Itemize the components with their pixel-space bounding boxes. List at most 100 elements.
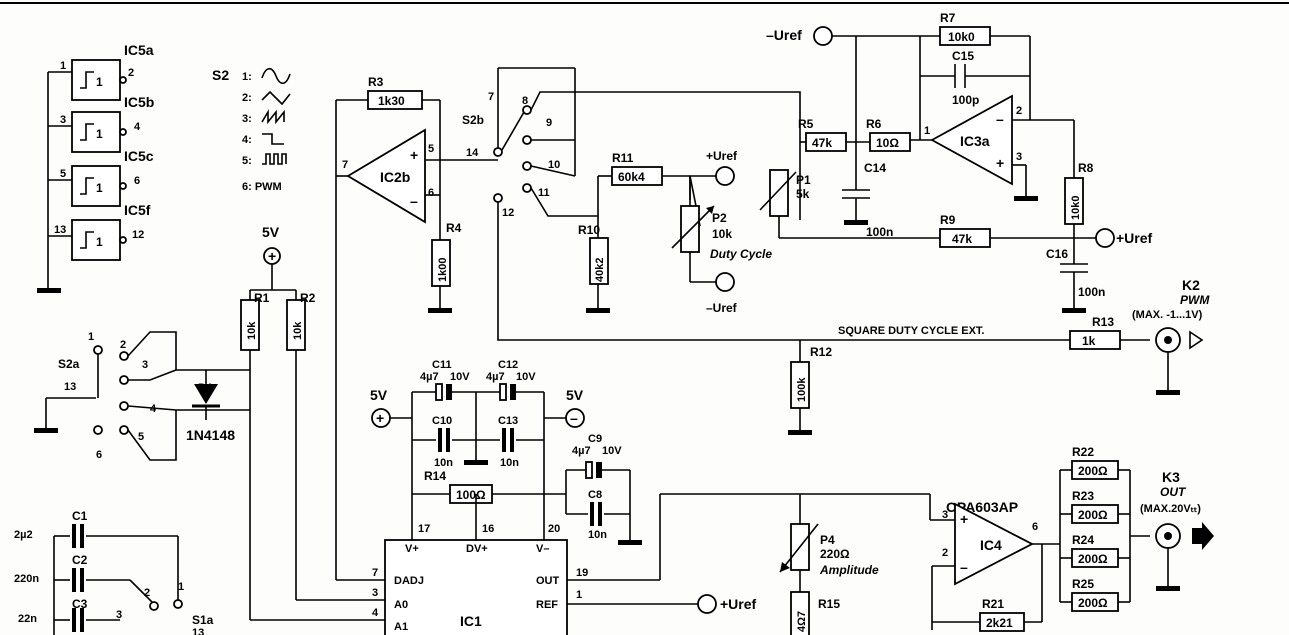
p1-name: P1 — [796, 173, 811, 187]
r23-name: R23 — [1072, 489, 1094, 503]
r6-value: 10Ω — [876, 136, 899, 150]
r9-value: 47k — [952, 232, 972, 246]
k3-note: (MAX.20Vₜₜ) — [1140, 503, 1201, 515]
c13-value: 10n — [500, 457, 519, 469]
c11-name: C11 — [432, 359, 452, 371]
r7-name: R7 — [940, 11, 956, 25]
output-stage: P4 220Ω Amplitude R15 4Ω7 OPA603AP IC4 +… — [779, 445, 1214, 635]
gate-symbol: 1 — [96, 235, 103, 249]
pin-label: 19 — [576, 567, 588, 579]
c15-value: 100p — [952, 93, 979, 107]
r11-name: R11 — [612, 151, 634, 165]
pin-label: 4 — [150, 403, 157, 415]
r9-name: R9 — [940, 213, 956, 227]
pin-label: 5 — [60, 168, 66, 180]
r8-value: 10k0 — [1070, 196, 1082, 220]
pin-label: 9 — [546, 117, 552, 129]
s2-item: 1: — [242, 71, 252, 83]
c9-value: 4µ7 — [572, 445, 591, 457]
r14-name: R14 — [424, 469, 446, 483]
pin-label: 3 — [116, 609, 122, 621]
r21-value: 2k21 — [986, 616, 1013, 630]
pin-label: 1 — [178, 581, 184, 593]
c1-value: 2µ2 — [14, 529, 33, 541]
r25-value: 200Ω — [1078, 596, 1108, 610]
supply-label: +Uref — [706, 149, 738, 163]
k2-label: K2 — [1182, 277, 1200, 293]
s2b-label: S2b — [462, 113, 484, 127]
pin-label: 13 — [54, 224, 66, 236]
r13-name: R13 — [1092, 315, 1114, 329]
r12-value: 100k — [796, 377, 808, 402]
r11-value: 60k4 — [618, 170, 645, 184]
r12-name: R12 — [810, 345, 832, 359]
svg-text:+: + — [376, 410, 384, 426]
s2-legend: S2 1: 2: 3: 4: 5: 6: PWM — [212, 67, 291, 193]
supply-label: –Uref — [766, 27, 802, 43]
gate-name: IC5f — [124, 202, 151, 218]
supply-label: –Uref — [706, 301, 738, 315]
pin-label: 6 — [134, 175, 140, 187]
supply-label: 5V — [370, 387, 388, 403]
ic2b-label: IC2b — [380, 169, 410, 185]
p1-value: 5k — [796, 187, 810, 201]
sine-wave-icon — [261, 67, 291, 85]
pin-label: 12 — [502, 207, 514, 219]
supply-label: 5V — [566, 387, 584, 403]
pin-label: 7 — [488, 91, 494, 103]
plus-sign: + — [410, 147, 418, 163]
step-wave-icon — [262, 133, 284, 145]
c8-name: C8 — [588, 489, 602, 501]
ic3a-section: –Uref R7 10k0 C15 100p IC3a – + 1 2 3 R5… — [759, 11, 1153, 313]
r5-name: R5 — [798, 117, 814, 131]
r4-name: R4 — [446, 221, 462, 235]
p4-label: Amplitude — [819, 563, 879, 577]
r1-value: 10k — [246, 321, 258, 340]
k3-sub: OUT — [1160, 485, 1187, 499]
pin-label: 2 — [128, 67, 134, 79]
minus-sign: – — [960, 559, 968, 575]
c9-voltage: 10V — [602, 445, 622, 457]
svg-text:+: + — [268, 248, 276, 264]
r13-value: 1k — [1082, 334, 1096, 348]
r24-value: 200Ω — [1078, 552, 1108, 566]
pin-label: 6 — [96, 449, 102, 461]
ic1-pin-name: A1 — [394, 621, 408, 633]
pin-label: 6 — [428, 187, 434, 199]
s2b-switch: S2b 7 8 9 10 11 12 — [462, 67, 1070, 341]
pin-label: 4 — [134, 121, 141, 133]
pin-label: 3 — [1016, 151, 1022, 163]
c3-name: C3 — [72, 597, 88, 611]
p4-value: 220Ω — [820, 547, 850, 561]
decoupling-caps: + 5V – 5V C11 4µ7 10V C12 4µ7 10V C10 10… — [370, 359, 642, 545]
s2-item: 3: — [242, 113, 252, 125]
ic5-gates: IC5a IC5b IC5c IC5f 1 1 1 1 1 2 3 4 5 6 … — [37, 42, 154, 293]
gate-name: IC5a — [124, 42, 154, 58]
triangle-wave-icon — [261, 90, 291, 106]
c1-name: C1 — [72, 509, 88, 523]
c2-name: C2 — [72, 553, 88, 567]
ic1-pin-name: V– — [536, 543, 549, 555]
pin-label: 3 — [60, 114, 66, 126]
pin-label: 6 — [1032, 521, 1038, 533]
s2-item: 5: — [242, 155, 252, 167]
s2a-section: 5V + R1 R2 10k 10k D1 1N4148 S2a 13 1 — [34, 224, 385, 621]
pin-label: 3 — [142, 359, 148, 371]
p2-label: Duty Cycle — [710, 247, 772, 261]
plus-sign: + — [960, 511, 968, 527]
gate-name: IC5c — [124, 148, 154, 164]
gate-symbol: 1 — [96, 127, 103, 141]
pin-label: 14 — [466, 147, 479, 159]
pin-label: 3 — [372, 587, 378, 599]
r3-name: R3 — [368, 75, 384, 89]
pin-label: 7 — [372, 567, 378, 579]
pin-label: 2 — [942, 547, 948, 559]
pin-label: 2 — [144, 587, 150, 599]
pin-label: 12 — [132, 229, 144, 241]
ic1-label: IC1 — [460, 613, 482, 629]
c8-value: 10n — [588, 529, 607, 541]
pin-label: 5 — [428, 143, 434, 155]
c12-value: 4µ7 — [486, 371, 505, 383]
s2-item: 4: — [242, 134, 252, 146]
